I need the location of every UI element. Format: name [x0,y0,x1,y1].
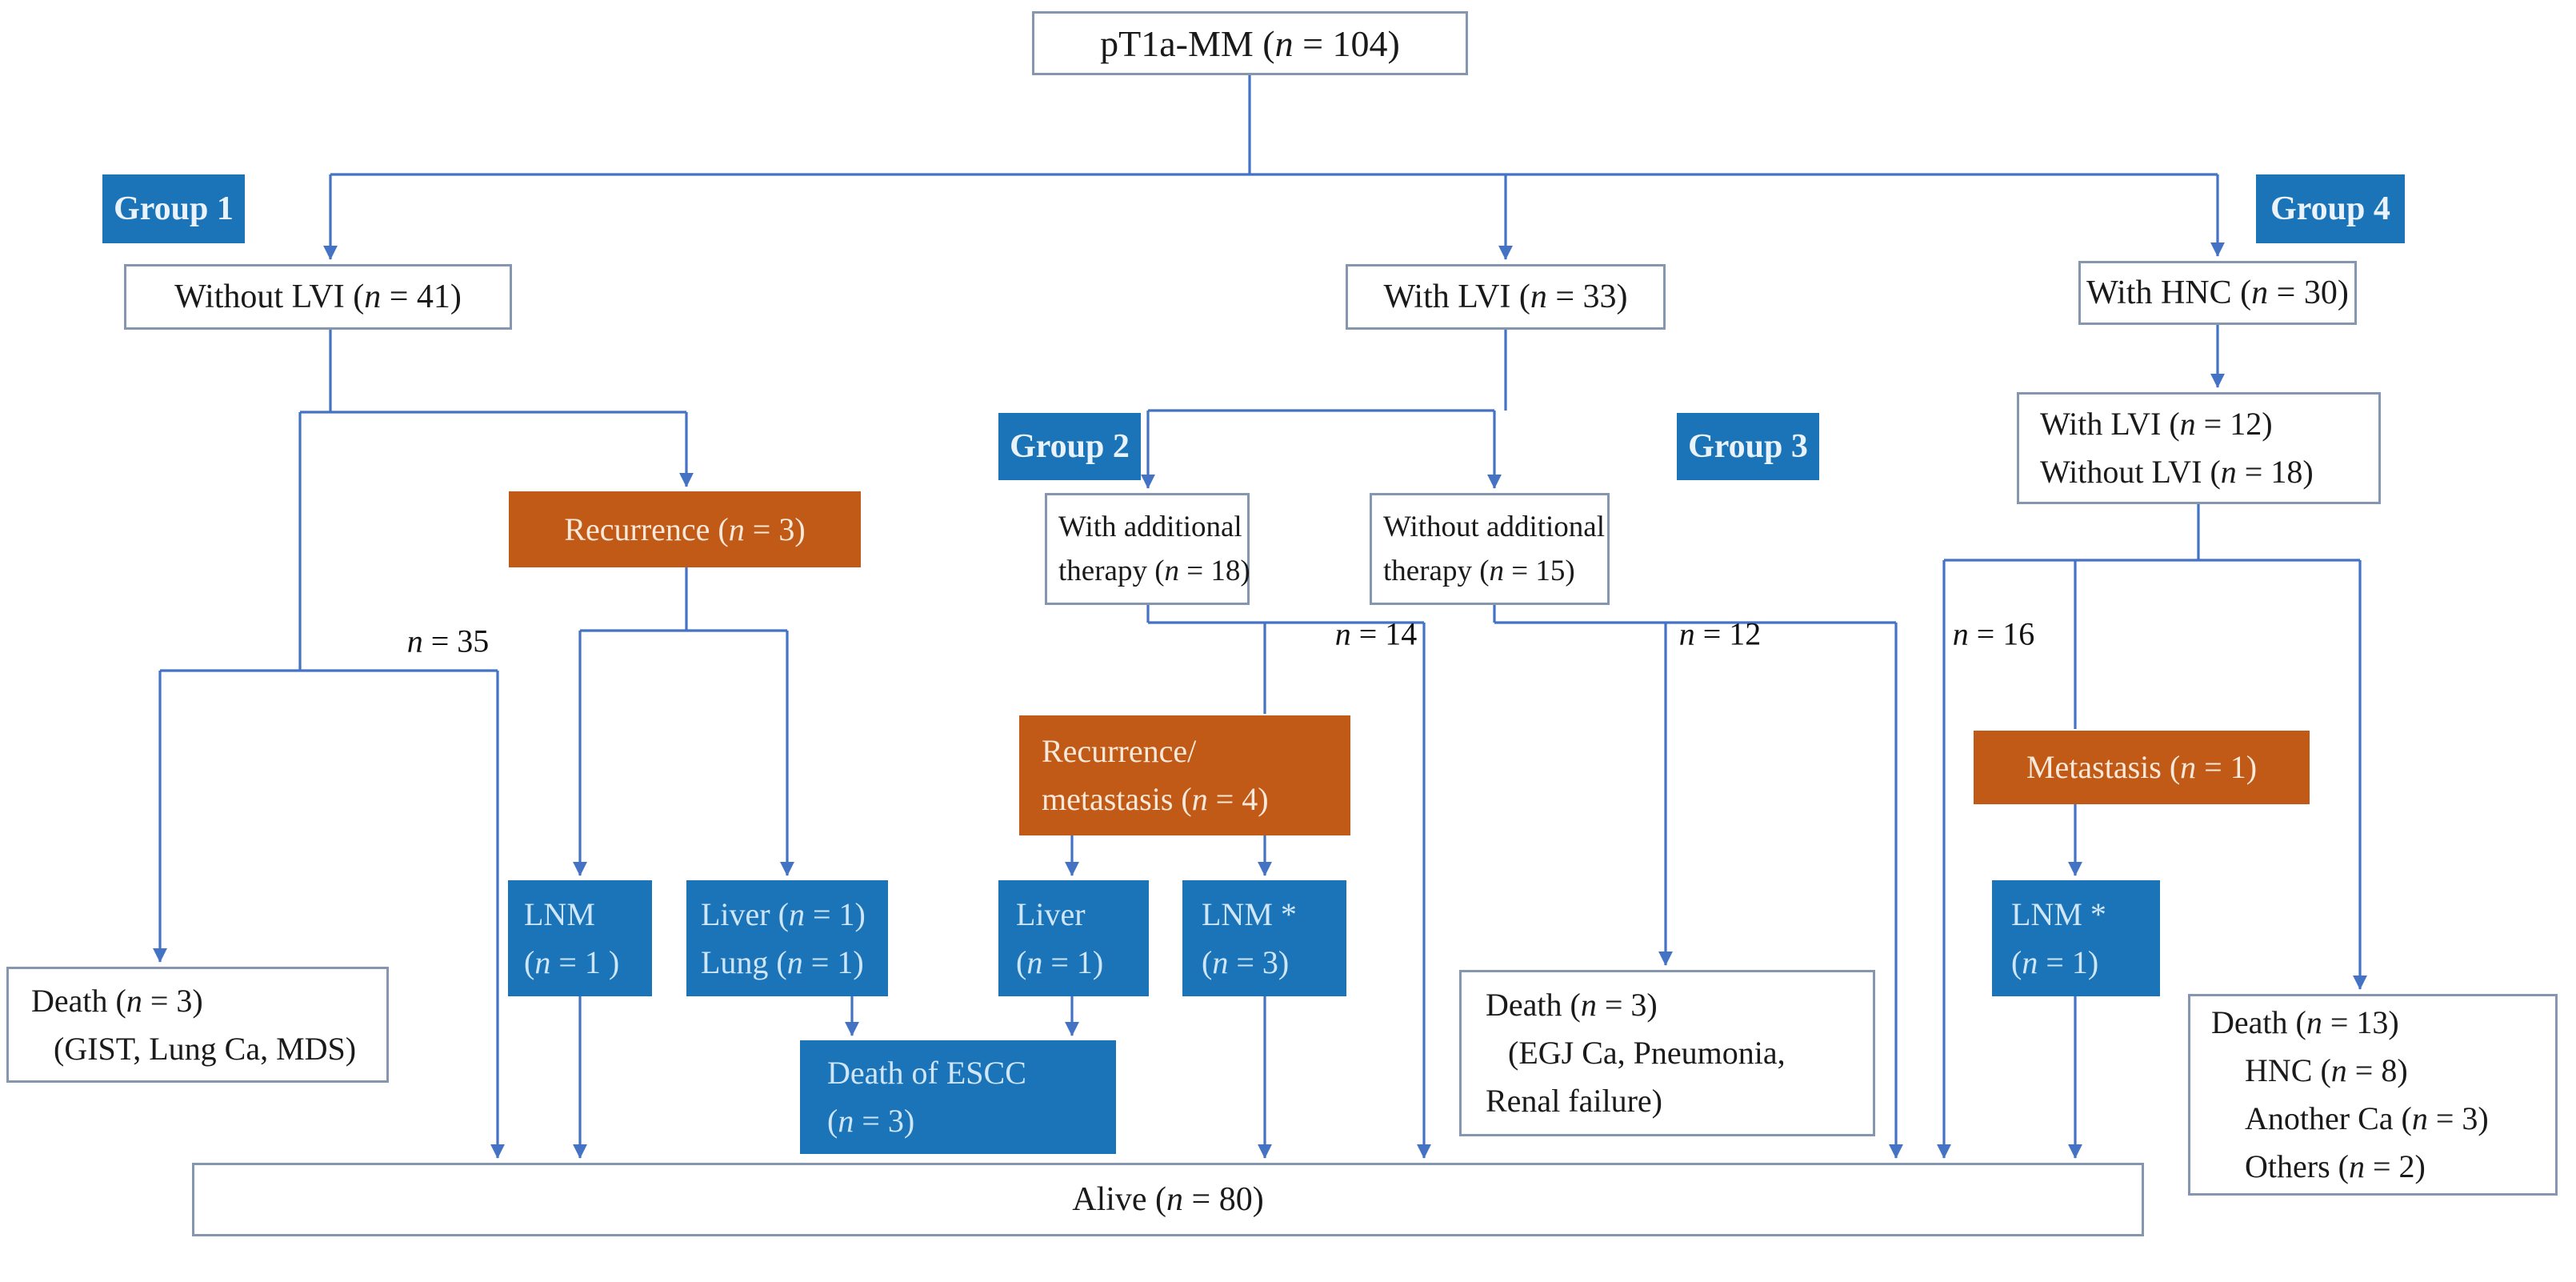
hnc-lvi-status-line1: With LVI (n = 12) [2040,406,2273,442]
lnm-star-n1-line1: LNM * [2011,895,2106,932]
root-box: pT1a-MM (n = 104) [1032,11,1468,75]
without-additional-line2: therapy (n = 15) [1383,555,1575,587]
liver-line1: Liver [1016,895,1086,932]
root-text: pT1a-MM (n = 104) [1100,22,1400,64]
death-egj-line2: (EGJ Ca, Pneumonia, [1508,1035,1786,1071]
with-additional-therapy-box: With additional therapy (n = 18) [1045,493,1250,605]
death-escc-box: Death of ESCC (n = 3) [800,1040,1116,1154]
group4-label: Group 4 [2256,174,2405,243]
death-escc-line2: (n = 3) [827,1103,915,1139]
hnc-lvi-status-box: With LVI (n = 12) Without LVI (n = 18) [2017,392,2381,504]
lnm-star-n1-box: LNM * (n = 1) [1992,880,2160,996]
lnm-star-n3-line2: (n = 3) [1202,943,1290,980]
edge-label-n12: n = 12 [1678,615,1762,652]
lnm-box: LNM (n = 1 ) [508,880,652,996]
recurrence-box: Recurrence (n = 3) [509,491,861,567]
death-egj-box: Death (n = 3) (EGJ Ca, Pneumonia, Renal … [1459,970,1875,1136]
rec-met-line2: metastasis (n = 4) [1042,781,1269,817]
metastasis-box: Metastasis (n = 1) [1974,731,2310,804]
hnc-lvi-status-line2: Without LVI (n = 18) [2040,454,2314,490]
death-hnc-line1: Death (n = 13) [2211,1004,2399,1040]
alive-box: Alive (n = 80) [192,1163,2144,1236]
with-lvi-box: With LVI (n = 33) [1346,264,1666,330]
lnm-line2: (n = 1 ) [524,943,620,980]
liver-box: Liver (n = 1) [998,880,1149,996]
without-additional-therapy-box: Without additional therapy (n = 15) [1370,493,1610,605]
group2-label: Group 2 [998,413,1141,480]
recurrence-text: Recurrence (n = 3) [564,511,806,547]
death-egj-line3: Renal failure) [1486,1083,1662,1119]
alive-text: Alive (n = 80) [1072,1180,1264,1218]
with-hnc-box: With HNC (n = 30) [2078,261,2357,325]
liver-lung-line1: Liver (n = 1) [701,895,866,932]
group1-label: Group 1 [102,174,245,243]
with-hnc-text: With HNC (n = 30) [2086,274,2349,311]
lnm-line1: LNM [524,895,595,932]
metastasis-text: Metastasis (n = 1) [2026,749,2258,785]
death-hnc-line3: Another Ca (n = 3) [2245,1100,2489,1136]
edge-label-n35: n = 35 [406,623,490,659]
death-escc-line1: Death of ESCC [827,1055,1026,1091]
death-hnc-box: Death (n = 13) HNC (n = 8) Another Ca (n… [2188,994,2558,1196]
death-hnc-line4: Others (n = 2) [2245,1148,2426,1184]
death-egj-line1: Death (n = 3) [1486,987,1658,1023]
liver-line2: (n = 1) [1016,943,1104,980]
lnm-star-n3-line1: LNM * [1202,895,1297,932]
edge-label-n16: n = 16 [1952,615,2035,652]
death-gist-box: Death (n = 3) (GIST, Lung Ca, MDS) [6,967,389,1083]
with-lvi-text: With LVI (n = 33) [1383,278,1628,315]
recurrence-metastasis-box: Recurrence/ metastasis (n = 4) [1019,715,1350,835]
liver-lung-line2: Lung (n = 1) [701,943,864,980]
with-additional-line2: therapy (n = 18) [1058,555,1250,587]
rec-met-line1: Recurrence/ [1042,733,1197,769]
lnm-star-n1-line2: (n = 1) [2011,943,2099,980]
edge-label-n14: n = 14 [1334,615,1418,652]
without-lvi-box: Without LVI (n = 41) [124,264,512,330]
with-additional-line1: With additional [1058,510,1242,543]
without-additional-line1: Without additional [1383,510,1605,543]
death-gist-line2: (GIST, Lung Ca, MDS) [54,1030,357,1067]
without-lvi-text: Without LVI (n = 41) [174,278,462,315]
death-hnc-line2: HNC (n = 8) [2245,1052,2408,1088]
liver-lung-box: Liver (n = 1) Lung (n = 1) [686,880,888,996]
group3-label: Group 3 [1677,413,1819,480]
lnm-star-n3-box: LNM * (n = 3) [1182,880,1346,996]
death-gist-line1: Death (n = 3) [31,982,203,1019]
